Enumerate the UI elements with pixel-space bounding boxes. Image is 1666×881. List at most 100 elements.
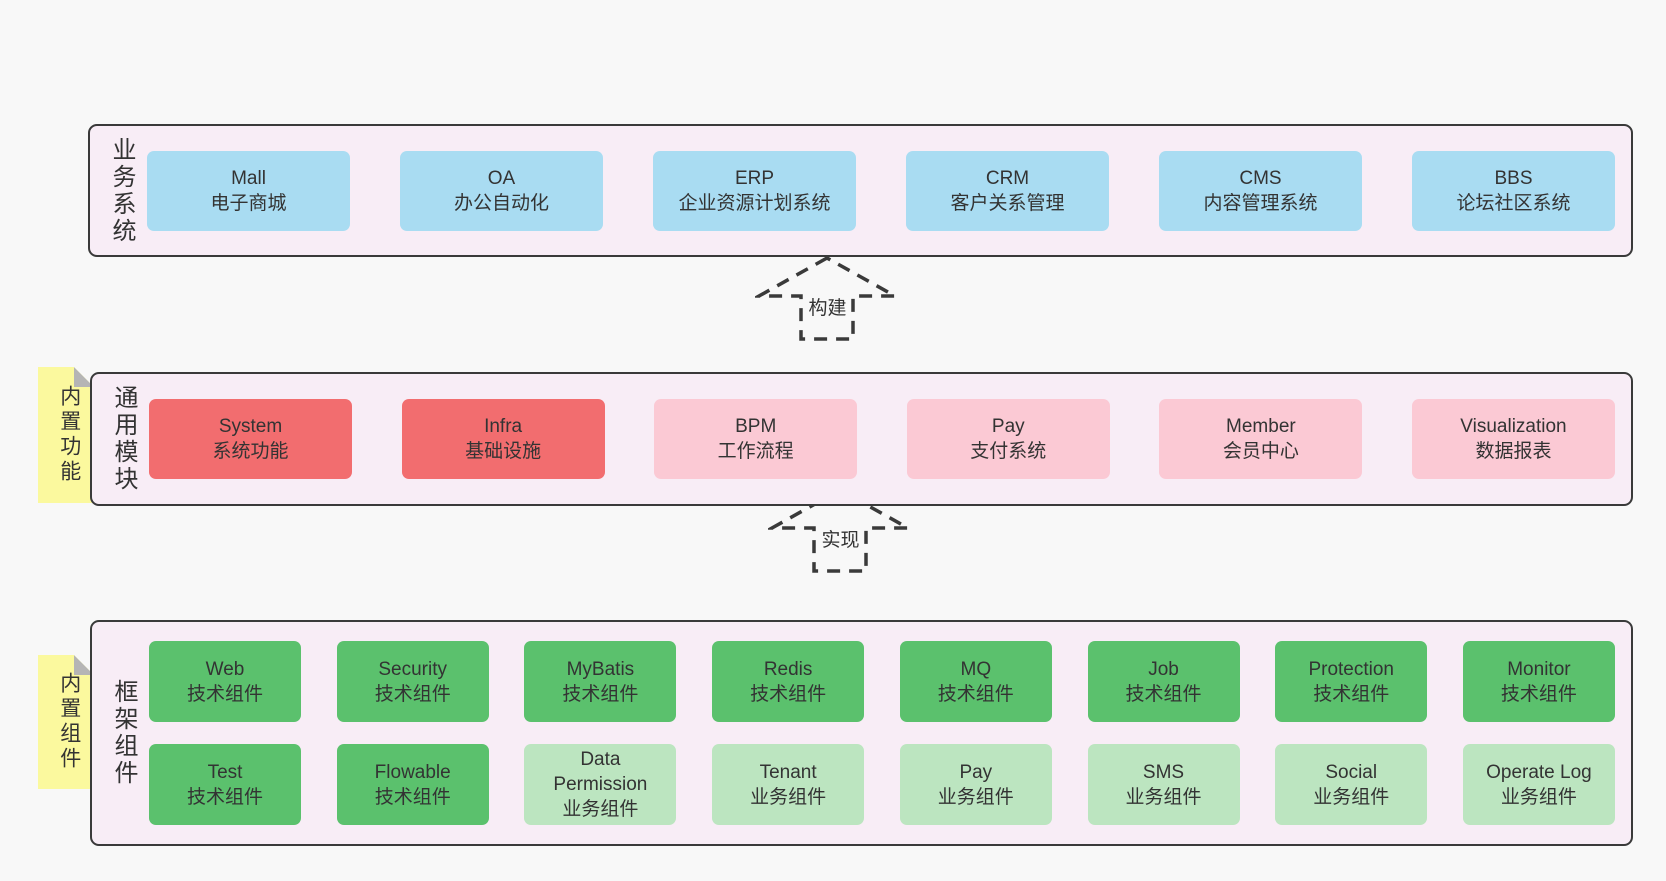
- module-box-operate-log: Operate Log 业务组件: [1462, 744, 1615, 825]
- module-name-en: BPM: [735, 416, 777, 437]
- module-box-bbs: BBS 论坛社区系统: [1412, 150, 1615, 231]
- module-name-zh: 会员中心: [1222, 441, 1299, 462]
- module-box-oa: OA 办公自动化: [400, 150, 603, 231]
- module-name-zh: 企业资源计划系统: [678, 192, 831, 214]
- module-name-zh: 业务组件: [937, 786, 1014, 808]
- module-box-monitor: Monitor 技术组件: [1462, 641, 1615, 722]
- module-name-en: Member: [1226, 416, 1296, 437]
- module-name-zh: 办公自动化: [453, 192, 549, 214]
- module-box-tenant: Tenant 业务组件: [712, 744, 865, 825]
- module-name-en: Infra: [484, 416, 523, 437]
- module-name-zh: 客户关系管理: [950, 192, 1065, 214]
- module-box-sms: SMS 业务组件: [1087, 744, 1240, 825]
- band-common-modules: 通用模块 System 系统功能 Infra 基础设施 BPM 工作流程 Pay 支付系统 Me…: [90, 372, 1633, 506]
- module-name-en: MyBatis: [566, 658, 635, 680]
- module-name-en: Tenant: [759, 761, 817, 783]
- module-name-en: Data Permission: [553, 749, 648, 795]
- module-box-data-permission: Data Permission 业务组件: [524, 744, 677, 825]
- module-box-infra: Infra 基础设施: [401, 399, 605, 479]
- module-name-en: Visualization: [1460, 416, 1567, 437]
- arrow-build: 构建: [755, 255, 900, 343]
- module-box-protection: Protection 技术组件: [1275, 641, 1428, 722]
- module-name-zh: 技术组件: [374, 683, 451, 705]
- up-arrow-icon: [755, 255, 900, 341]
- module-name-en: BBS: [1494, 167, 1533, 189]
- sticky-tag-builtin-features: 内置功能: [38, 367, 94, 503]
- module-name-en: Pay: [991, 416, 1025, 437]
- module-name-zh: 业务组件: [1125, 786, 1202, 808]
- module-name-en: Operate Log: [1486, 761, 1592, 783]
- module-name-zh: 论坛社区系统: [1456, 192, 1571, 214]
- module-name-en: System: [218, 416, 283, 437]
- module-name-zh: 业务组件: [1500, 786, 1577, 808]
- module-name-zh: 技术组件: [750, 683, 827, 705]
- module-name-zh: 技术组件: [186, 786, 263, 808]
- module-name-zh: 支付系统: [970, 441, 1047, 462]
- tag-label: 内置功能: [57, 385, 81, 485]
- module-name-en: Social: [1325, 761, 1378, 783]
- module-name-en: SMS: [1142, 761, 1185, 783]
- module-name-en: Pay: [959, 761, 993, 783]
- module-name-en: MQ: [960, 658, 992, 680]
- up-arrow-icon: [768, 487, 913, 573]
- module-box-redis: Redis 技术组件: [712, 641, 865, 722]
- module-box-system: System 系统功能: [149, 399, 352, 479]
- band-label: 通用模块: [110, 385, 137, 493]
- module-box-pay: Pay 支付系统: [906, 399, 1110, 479]
- module-box-bpm: BPM 工作流程: [654, 399, 858, 479]
- module-name-zh: 系统功能: [212, 441, 289, 462]
- module-name-zh: 内容管理系统: [1203, 192, 1318, 214]
- module-name-en: CRM: [985, 167, 1030, 189]
- arrow-label: 实现: [818, 524, 863, 553]
- module-name-en: OA: [487, 167, 516, 189]
- module-box-crm: CRM 客户关系管理: [906, 150, 1109, 231]
- module-name-zh: 业务组件: [750, 786, 827, 808]
- module-box-web: Web 技术组件: [149, 641, 301, 722]
- module-box-test: Test 技术组件: [149, 744, 301, 825]
- module-name-en: Security: [378, 658, 448, 680]
- module-name-zh: 电子商城: [210, 192, 287, 214]
- box-row: System 系统功能 Infra 基础设施 BPM 工作流程 Pay 支付系统 Member 会…: [149, 399, 1615, 479]
- tag-label: 内置组件: [57, 672, 81, 772]
- module-box-mall: Mall 电子商城: [147, 150, 350, 231]
- module-name-zh: 技术组件: [562, 683, 639, 705]
- module-name-zh: 技术组件: [1313, 683, 1390, 705]
- module-name-en: Mall: [231, 167, 266, 189]
- module-name-zh: 技术组件: [1500, 683, 1577, 705]
- sticky-tag-builtin-components: 内置组件: [38, 655, 94, 789]
- module-name-en: Flowable: [374, 761, 451, 783]
- module-name-zh: 工作流程: [717, 441, 794, 462]
- module-name-en: Monitor: [1507, 658, 1571, 680]
- module-name-zh: 技术组件: [1125, 683, 1202, 705]
- module-name-en: Web: [205, 658, 245, 680]
- band-label: 框架组件: [110, 679, 137, 787]
- module-name-en: Test: [207, 761, 243, 783]
- module-name-zh: 技术组件: [186, 683, 263, 705]
- module-box-member: Member 会员中心: [1159, 399, 1363, 479]
- module-name-en: Protection: [1308, 658, 1394, 680]
- module-box-mybatis: MyBatis 技术组件: [524, 641, 677, 722]
- module-name-zh: 基础设施: [465, 441, 542, 462]
- module-box-mq: MQ 技术组件: [899, 641, 1052, 722]
- module-box-flowable: Flowable 技术组件: [336, 744, 489, 825]
- module-name-zh: 技术组件: [374, 786, 451, 808]
- module-name-zh: 技术组件: [937, 683, 1014, 705]
- module-box-security: Security 技术组件: [336, 641, 489, 722]
- band-label: 业务系统: [108, 136, 135, 245]
- module-name-en: ERP: [734, 167, 775, 189]
- band-business-systems: 业务系统 Mall 电子商城 OA 办公自动化 ERP 企业资源计划系统 CRM 客户关系管理…: [88, 124, 1633, 257]
- module-name-en: Redis: [763, 658, 813, 680]
- module-box-erp: ERP 企业资源计划系统: [653, 150, 856, 231]
- module-name-zh: 业务组件: [1313, 786, 1390, 808]
- module-name-zh: 业务组件: [562, 799, 639, 820]
